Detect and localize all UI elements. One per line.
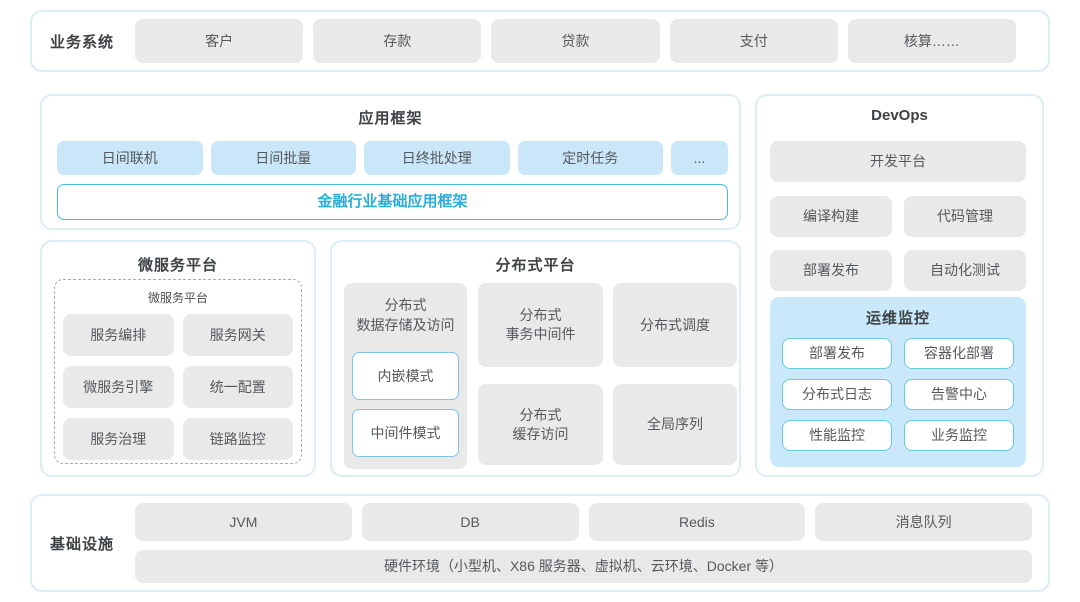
mon-item-perf-monitor: 性能监控	[782, 420, 892, 451]
devops-item-build: 编译构建	[770, 196, 892, 237]
mon-item-biz-monitor: 业务监控	[904, 420, 1014, 451]
infrastructure-panel: 基础设施 JVM DB Redis 消息队列 硬件环境（小型机、X86 服务器、…	[30, 494, 1050, 592]
infra-item-jvm: JVM	[135, 503, 352, 541]
af-item-ellipsis: ...	[671, 141, 728, 175]
dist-sequence-box: 全局序列	[613, 384, 737, 465]
mon-item-alert-center: 告警中心	[904, 379, 1014, 410]
af-item-daytime-online: 日间联机	[57, 141, 203, 175]
dist-schedule-box: 分布式调度	[613, 283, 737, 367]
devops-title: DevOps	[871, 107, 928, 124]
ops-monitoring-panel: 运维监控 部署发布 容器化部署 分布式日志 告警中心 性能监控 业务监控	[770, 297, 1026, 467]
dist-mode-embedded: 内嵌模式	[352, 352, 459, 400]
microservice-inner-title: 微服务平台	[147, 291, 208, 305]
business-item-customer: 客户	[135, 19, 304, 63]
business-item-deposit: 存款	[313, 19, 482, 63]
microservice-title: 微服务平台	[137, 257, 218, 274]
af-item-eod-batch: 日终批处理	[364, 141, 510, 175]
ms-item-governance: 服务治理	[63, 418, 174, 460]
mon-item-container-deploy: 容器化部署	[904, 338, 1014, 369]
infra-item-redis: Redis	[588, 503, 806, 541]
ms-item-gateway: 服务网关	[182, 314, 293, 356]
ms-item-orchestration: 服务编排	[63, 314, 174, 356]
mon-item-deploy: 部署发布	[782, 338, 892, 369]
devops-item-deploy: 部署发布	[770, 250, 892, 291]
infra-hardware-env: 硬件环境（小型机、X86 服务器、虚拟机、云环境、Docker 等）	[135, 550, 1032, 583]
ops-monitoring-title: 运维监控	[865, 310, 930, 327]
dist-transaction-box: 分布式 事务中间件	[478, 283, 603, 367]
devops-panel: DevOps 开发平台 编译构建 代码管理 部署发布 自动化测试 运维监控 部署…	[755, 94, 1044, 477]
business-systems-panel: 业务系统 客户 存款 贷款 支付 核算……	[30, 10, 1050, 72]
infrastructure-label: 基础设施	[50, 535, 115, 553]
af-item-scheduled-task: 定时任务	[517, 141, 663, 175]
devops-dev-platform: 开发平台	[770, 141, 1026, 182]
distributed-panel: 分布式平台 分布式 数据存储及访问 内嵌模式 中间件模式 分布式 事务中间件 分…	[330, 240, 741, 477]
ms-item-engine: 微服务引擎	[63, 366, 174, 408]
dist-mode-middleware: 中间件模式	[352, 409, 459, 457]
devops-item-code-mgmt: 代码管理	[904, 196, 1026, 237]
dist-cache-box: 分布式 缓存访问	[478, 384, 603, 465]
distributed-title: 分布式平台	[495, 257, 576, 274]
business-item-loan: 贷款	[491, 19, 660, 63]
dist-storage-title: 分布式 数据存储及访问	[356, 297, 455, 333]
business-item-payment: 支付	[669, 19, 838, 63]
ms-item-config: 统一配置	[182, 366, 293, 408]
af-item-daytime-batch: 日间批量	[210, 141, 356, 175]
af-base-framework: 金融行业基础应用框架	[57, 184, 728, 220]
business-systems-label: 业务系统	[50, 33, 115, 51]
app-framework-title: 应用框架	[358, 110, 423, 127]
microservice-inner-box: 微服务平台 服务编排 服务网关 微服务引擎 统一配置 服务治理 链路监控	[54, 279, 302, 464]
infra-item-mq: 消息队列	[815, 503, 1032, 541]
business-item-accounting: 核算……	[847, 19, 1017, 63]
microservice-panel: 微服务平台 微服务平台 服务编排 服务网关 微服务引擎 统一配置 服务治理 链路…	[40, 240, 316, 477]
mon-item-dist-log: 分布式日志	[782, 379, 892, 410]
devops-item-auto-test: 自动化测试	[904, 250, 1026, 291]
infra-item-db: DB	[361, 503, 579, 541]
app-framework-panel: 应用框架 日间联机 日间批量 日终批处理 定时任务 ... 金融行业基础应用框架	[40, 94, 741, 230]
ms-item-tracing: 链路监控	[182, 418, 293, 460]
dist-storage-box: 分布式 数据存储及访问 内嵌模式 中间件模式	[344, 283, 467, 469]
